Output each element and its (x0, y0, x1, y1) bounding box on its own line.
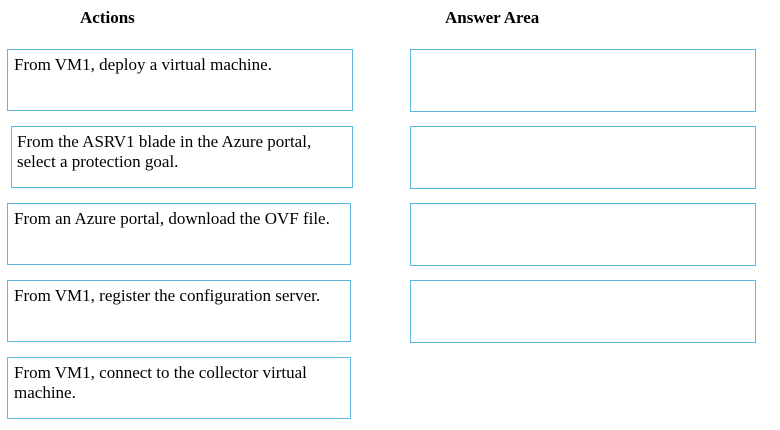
action-item-label: From the ASRV1 blade in the Azure portal… (17, 132, 312, 171)
action-item-label: From VM1, connect to the collector virtu… (14, 363, 307, 402)
action-item-connect-collector-vm[interactable]: From VM1, connect to the collector virtu… (7, 357, 351, 419)
answer-slot-2[interactable] (410, 126, 756, 189)
answer-area-heading: Answer Area (445, 8, 540, 27)
action-item-label: From VM1, register the configuration ser… (14, 286, 321, 305)
action-item-label: From an Azure portal, download the OVF f… (14, 209, 330, 228)
actions-heading: Actions (80, 8, 135, 27)
answer-slot-1[interactable] (410, 49, 756, 112)
action-item-register-config-server[interactable]: From VM1, register the configuration ser… (7, 280, 351, 342)
action-item-select-protection-goal[interactable]: From the ASRV1 blade in the Azure portal… (11, 126, 353, 188)
answer-slot-4[interactable] (410, 280, 756, 343)
action-item-deploy-vm[interactable]: From VM1, deploy a virtual machine. (7, 49, 353, 111)
action-item-label: From VM1, deploy a virtual machine. (14, 55, 272, 74)
action-item-download-ovf[interactable]: From an Azure portal, download the OVF f… (7, 203, 351, 265)
answer-slot-3[interactable] (410, 203, 756, 266)
